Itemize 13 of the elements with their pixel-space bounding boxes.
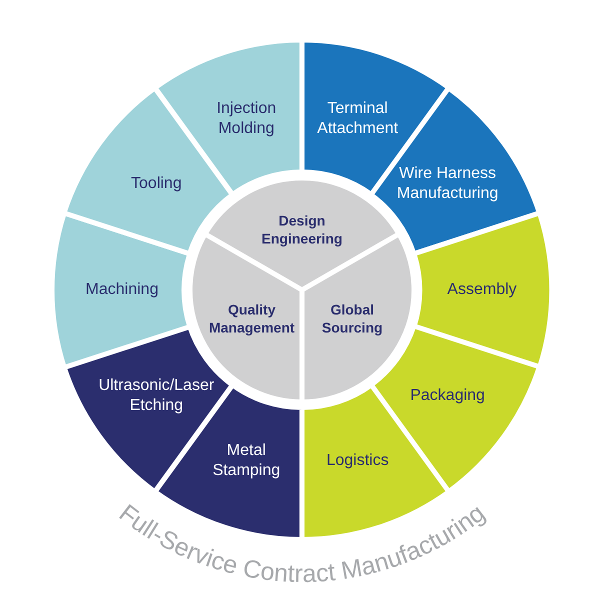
segment-label: Machining xyxy=(84,280,160,300)
segment-label: Injection Molding xyxy=(216,98,278,139)
segment-label: Packaging xyxy=(409,386,486,406)
segment-label: Design Engineering xyxy=(260,212,344,248)
segment-label: Metal Stamping xyxy=(212,441,282,482)
segment-label: Logistics xyxy=(325,451,390,472)
segment-label: Global Sourcing xyxy=(320,302,384,336)
segment-label: Assembly xyxy=(446,280,518,300)
segment-label: Terminal Attachment xyxy=(316,98,400,139)
segment-label: Quality Management xyxy=(208,302,296,336)
segment-label: Ultrasonic/Laser Etching xyxy=(98,376,216,416)
segment-label: Wire Harness Manufacturing xyxy=(396,164,500,204)
segment-label: Tooling xyxy=(130,174,183,194)
